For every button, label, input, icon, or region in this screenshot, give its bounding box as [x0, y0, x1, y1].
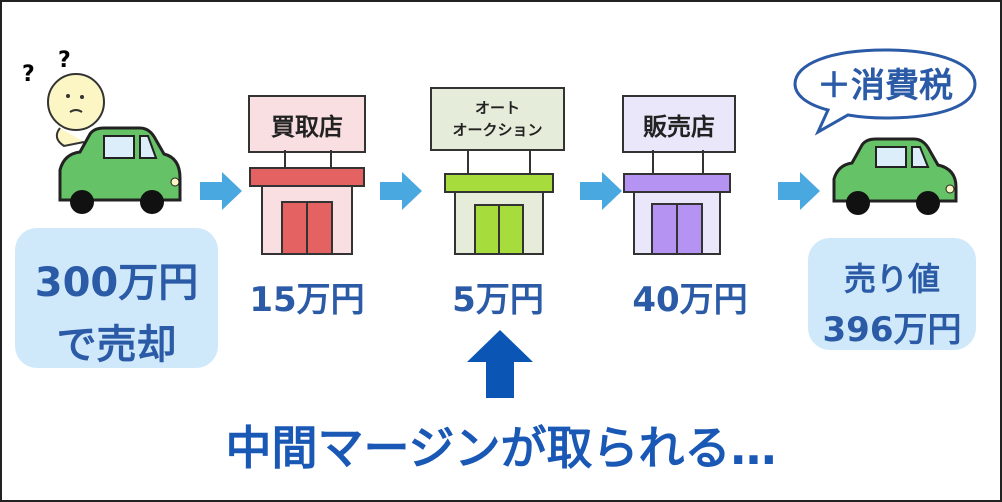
- sell-price-box: 300万円 で売却: [15, 228, 218, 368]
- margin-price: 5万円: [452, 280, 544, 320]
- sell-price: 300万円: [34, 260, 199, 306]
- shop-sign: 販売店: [622, 95, 736, 153]
- question-mark: ?: [22, 62, 35, 87]
- arrow-right-icon: [380, 172, 422, 210]
- shop-sign: オート オークション: [430, 87, 565, 151]
- shop-name: オークション: [452, 121, 543, 139]
- retail-label: 売り値: [843, 260, 940, 298]
- arrow-right-icon: [778, 172, 820, 210]
- retail-price: 396万円: [822, 310, 962, 350]
- shop-sign: 買取店: [248, 95, 366, 153]
- arrow-right-icon: [580, 172, 622, 210]
- margin-price: 15万円: [249, 280, 365, 320]
- sell-label: で売却: [56, 322, 177, 368]
- speech-bubble-icon: [793, 48, 977, 136]
- caption: 中間マージンが取られる…: [225, 421, 777, 475]
- tax-label: ＋消費税: [817, 66, 953, 106]
- shop-name: 買取店: [271, 112, 343, 141]
- question-mark: ?: [58, 48, 71, 73]
- shop-building-icon: [623, 150, 731, 255]
- shop-building-icon: [444, 149, 554, 255]
- car-icon: [832, 137, 958, 215]
- arrow-up-icon: [467, 330, 533, 398]
- retail-price-box: 売り値 396万円: [808, 238, 976, 350]
- margin-price: 40万円: [632, 280, 748, 320]
- shop-building-icon: [249, 150, 365, 255]
- shop-name: 販売店: [643, 112, 715, 141]
- arrow-right-icon: [200, 172, 242, 210]
- shop-name: オート: [474, 99, 520, 117]
- person-with-car-icon: [47, 73, 182, 214]
